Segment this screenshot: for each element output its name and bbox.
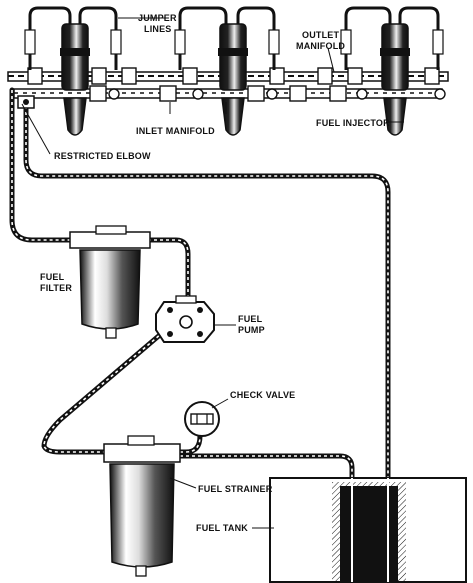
svg-text:FUEL: FUEL — [238, 314, 263, 324]
svg-text:FUEL: FUEL — [40, 272, 65, 282]
label-fuel-filter: FUEL FILTER — [40, 272, 72, 293]
fuel-strainer — [103, 435, 181, 577]
manifold-fittings — [27, 67, 446, 102]
fuel-injector-1 — [60, 23, 90, 136]
label-fuel-injector: FUEL INJECTOR — [316, 118, 390, 128]
leader-lines — [21, 17, 404, 529]
jumper-fittings — [24, 29, 444, 55]
line-strainer-to-tank — [177, 453, 355, 481]
check-valve — [184, 401, 220, 437]
label-fuel-pump: FUEL PUMP — [238, 314, 265, 335]
svg-text:LINES: LINES — [144, 24, 172, 34]
line-filter-to-pump — [145, 237, 191, 303]
fuel-injector-3 — [380, 23, 410, 136]
svg-text:JUMPER: JUMPER — [138, 13, 177, 23]
label-fuel-tank: FUEL TANK — [196, 523, 248, 533]
label-restricted-elbow: RESTRICTED ELBOW — [54, 151, 151, 161]
line-pump-to-strainer — [41, 325, 203, 455]
svg-text:OUTLET: OUTLET — [302, 30, 339, 40]
fuel-return-line — [23, 97, 391, 481]
svg-text:FILTER: FILTER — [40, 283, 72, 293]
svg-text:MANIFOLD: MANIFOLD — [296, 41, 345, 51]
fuel-filter — [69, 225, 151, 339]
label-jumper-lines: JUMPER LINES — [138, 13, 177, 34]
fuel-injector-2 — [218, 23, 248, 136]
label-fuel-strainer: FUEL STRAINER — [198, 484, 273, 494]
label-outlet-manifold: OUTLET MANIFOLD — [296, 30, 345, 51]
fuel-tank — [269, 477, 467, 583]
svg-text:PUMP: PUMP — [238, 325, 265, 335]
label-check-valve: CHECK VALVE — [230, 390, 295, 400]
fuel-pump — [155, 295, 215, 343]
supply-line-to-manifold — [9, 87, 75, 243]
jumper-lines — [28, 6, 440, 70]
label-inlet-manifold: INLET MANIFOLD — [136, 126, 215, 136]
restricted-elbow — [17, 95, 35, 109]
